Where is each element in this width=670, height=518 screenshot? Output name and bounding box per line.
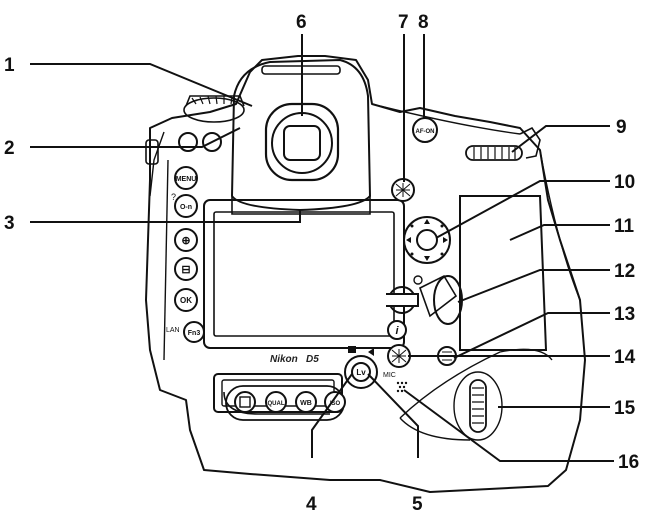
microphone-icon xyxy=(396,381,408,393)
callout-16: 16 xyxy=(618,452,639,473)
callout-11: 11 xyxy=(614,216,635,237)
protect-button[interactable]: O-n xyxy=(174,194,198,218)
live-view-selector-icon[interactable]: Lv xyxy=(344,346,378,389)
left-button-column: MENU ? O-n ⊕ ⊟ OK LAN Fn3 xyxy=(163,159,205,361)
sub-selector-icon[interactable] xyxy=(391,178,415,202)
mic-label: MIC xyxy=(383,372,396,379)
zoom-in-button-label: ⊕ xyxy=(181,235,190,247)
iso-button[interactable]: ISO xyxy=(324,391,346,413)
focus-selector-lock-icon[interactable] xyxy=(386,275,423,314)
info-button-label: i xyxy=(395,325,399,337)
callout-15: 15 xyxy=(614,398,636,419)
playback-delete-buttons[interactable] xyxy=(178,132,222,152)
menu-button-label: MENU xyxy=(176,176,197,183)
protect-button-label: O-n xyxy=(180,204,192,211)
leader-line-2 xyxy=(30,127,241,148)
leader-line-9 xyxy=(511,125,610,153)
callout-5: 5 xyxy=(412,494,423,515)
strap-eyelet-icon xyxy=(519,126,541,159)
lv-button-label: Lv xyxy=(356,368,366,377)
ok-button[interactable]: OK xyxy=(174,288,198,312)
leader-line-1 xyxy=(30,63,253,107)
zoom-out-button-label: ⊟ xyxy=(181,264,190,276)
leader-line-13 xyxy=(453,312,610,359)
ok-button-label: OK xyxy=(180,296,192,305)
callout-numbers: 1 2 3 4 5 6 7 8 9 10 11 12 13 14 15 16 xyxy=(4,12,639,515)
leader-line-16 xyxy=(403,389,614,462)
leader-line-10 xyxy=(435,180,610,239)
sub-command-dial-vertical-icon[interactable] xyxy=(453,371,503,441)
lan-label: LAN xyxy=(166,327,180,334)
wb-button[interactable]: WB xyxy=(295,391,317,413)
card-slot-cover-latch-icon[interactable] xyxy=(419,274,463,325)
wb-button-label: WB xyxy=(300,400,312,407)
fn3-button-label: Fn3 xyxy=(188,330,201,337)
main-command-dial-icon[interactable] xyxy=(465,145,523,161)
iso-button-label: ISO xyxy=(330,401,341,407)
bottom-button-row: QUAL WB ISO xyxy=(223,385,346,421)
leader-lines xyxy=(30,34,614,462)
brand-label: Nikon xyxy=(270,354,298,365)
callout-9: 9 xyxy=(616,117,627,138)
callout-3: 3 xyxy=(4,213,15,234)
release-mode-button[interactable] xyxy=(234,391,256,413)
qual-button[interactable]: QUAL xyxy=(265,391,287,413)
leader-line-3 xyxy=(30,210,301,223)
af-on-button-label: AF-ON xyxy=(416,129,435,135)
callout-6: 6 xyxy=(296,12,307,33)
info-button[interactable]: i xyxy=(387,320,407,340)
monitor-screen xyxy=(203,199,405,349)
fn3-button[interactable]: Fn3 xyxy=(183,321,205,343)
callout-8: 8 xyxy=(418,12,429,33)
leader-line-5 xyxy=(367,373,419,458)
callout-13: 13 xyxy=(614,304,635,325)
callout-7: 7 xyxy=(398,12,409,33)
leader-line-4 xyxy=(311,373,353,458)
leader-line-12 xyxy=(457,269,610,303)
multi-selector-icon[interactable] xyxy=(403,216,451,264)
camera-body xyxy=(145,55,586,493)
callout-12: 12 xyxy=(614,261,635,282)
leader-line-11 xyxy=(509,224,610,241)
af-on-button[interactable]: AF-ON xyxy=(412,117,438,143)
callout-14: 14 xyxy=(614,347,636,368)
callout-4: 4 xyxy=(306,494,317,515)
model-label: D5 xyxy=(306,354,319,365)
callout-2: 2 xyxy=(4,138,15,159)
callout-10: 10 xyxy=(614,172,635,193)
qual-button-label: QUAL xyxy=(268,401,285,407)
callout-1: 1 xyxy=(4,55,15,76)
zoom-in-button[interactable]: ⊕ xyxy=(174,228,198,252)
menu-button[interactable]: MENU xyxy=(174,166,198,190)
zoom-out-button[interactable]: ⊟ xyxy=(174,257,198,281)
sub-selector-vertical-icon[interactable] xyxy=(387,344,411,368)
help-icon: ? xyxy=(171,192,176,202)
